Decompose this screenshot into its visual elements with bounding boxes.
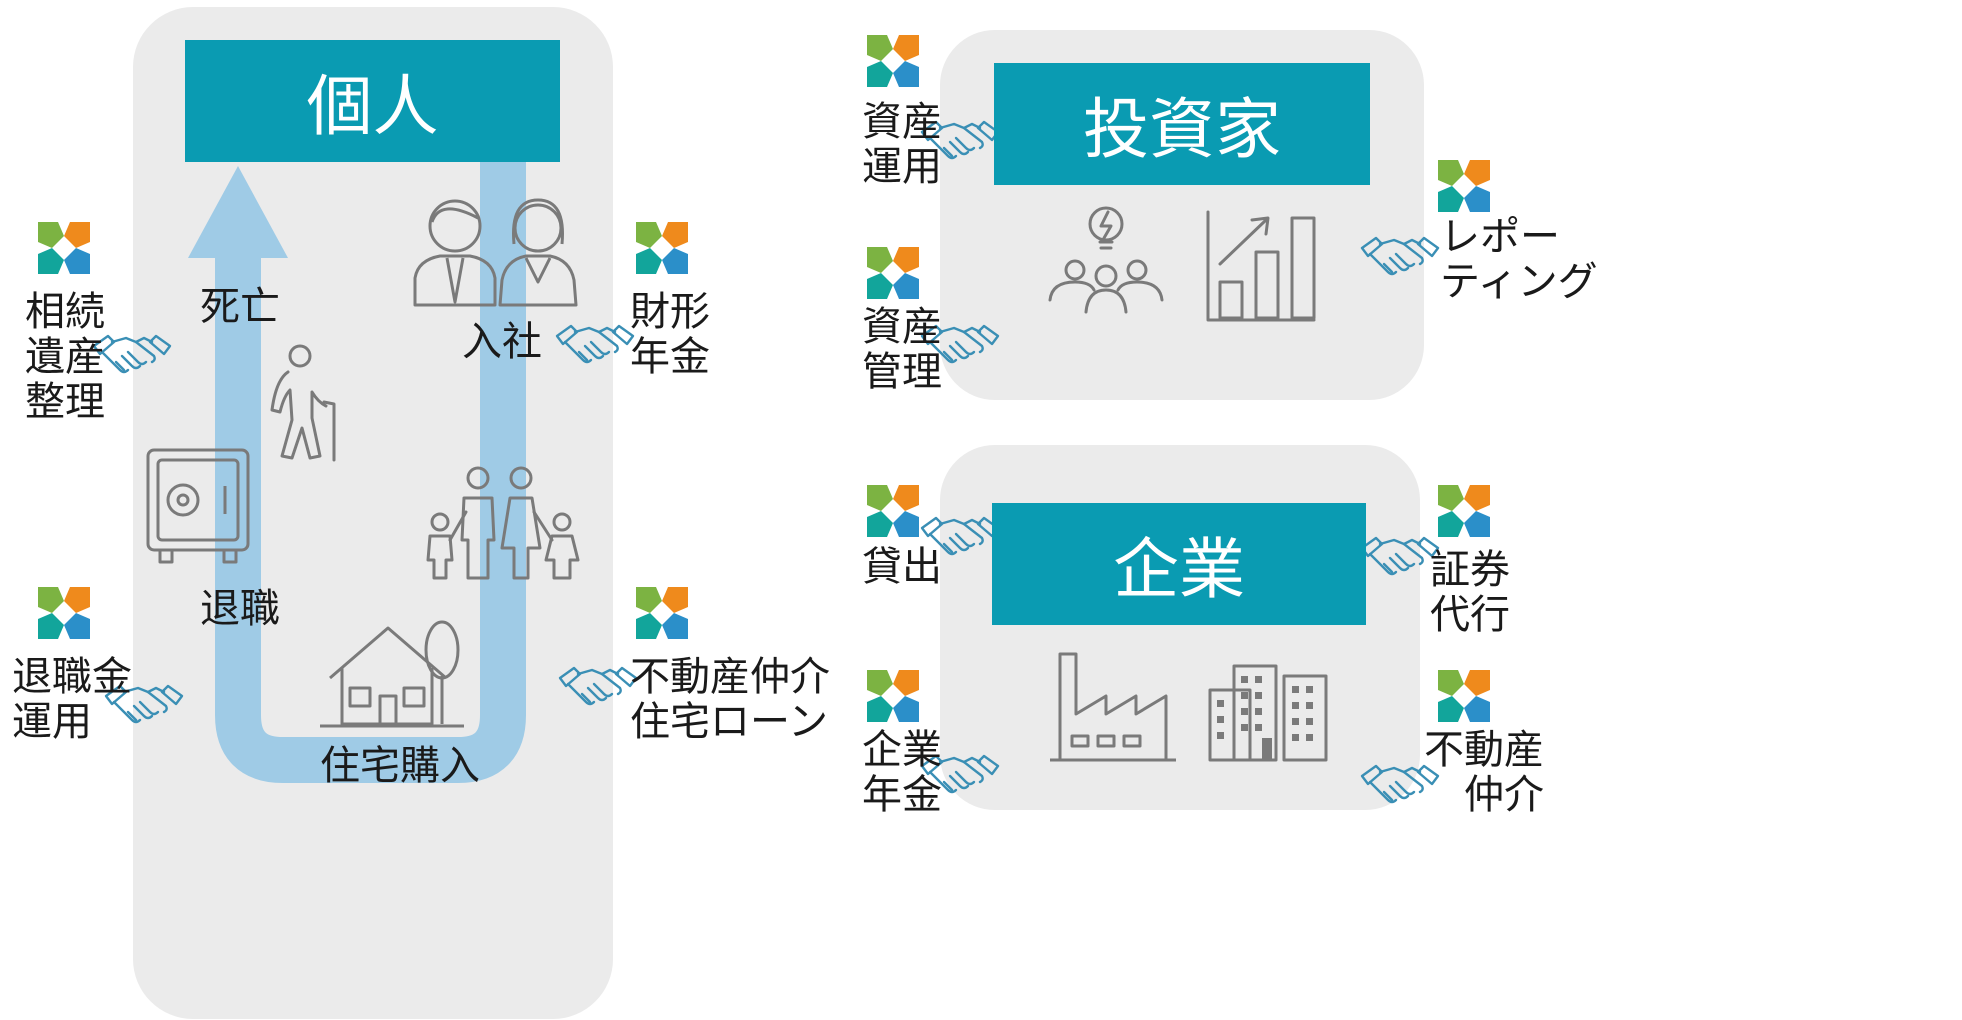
office-buildings-icon xyxy=(1208,664,1328,762)
brand-logo-icon xyxy=(867,247,919,299)
factory-icon xyxy=(1050,652,1176,762)
brand-logo-icon xyxy=(38,587,90,639)
service-transfer-agent-label: 証券 代行 xyxy=(1430,547,1510,638)
service-realestate-brokerage-label: 不動産 仲介 xyxy=(1424,727,1544,818)
service-savings-pension-label: 財形 年金 xyxy=(630,289,710,380)
brand-logo-icon xyxy=(867,35,919,87)
stage-death-label: 死亡 xyxy=(200,284,280,330)
brand-logo-icon xyxy=(867,670,919,722)
brand-logo-icon xyxy=(38,222,90,274)
brand-logo-icon xyxy=(636,587,688,639)
couple-icon xyxy=(413,198,578,307)
service-reporting-label: レポー ティング xyxy=(1440,214,1598,305)
brand-logo-icon xyxy=(1438,485,1490,537)
growth-chart-icon xyxy=(1206,210,1316,322)
idea-team-icon xyxy=(1048,206,1164,314)
service-retirement-fund-label: 退職金 運用 xyxy=(12,654,132,745)
individual-title: 個人 xyxy=(185,40,560,162)
stage-home-label: 住宅購入 xyxy=(320,743,480,789)
service-asset-management-label: 資産 運用 xyxy=(862,99,942,190)
service-asset-custody-label: 資産 管理 xyxy=(862,304,942,395)
brand-logo-icon xyxy=(1438,670,1490,722)
corporate-panel xyxy=(940,445,1420,810)
brand-logo-icon xyxy=(636,222,688,274)
brand-logo-icon xyxy=(867,485,919,537)
brand-logo-icon xyxy=(1438,160,1490,212)
service-lending-label: 貸出 xyxy=(862,544,942,590)
stage-retire-label: 退職 xyxy=(200,586,280,632)
service-corporate-pension-label: 企業 年金 xyxy=(862,727,942,818)
lifecycle-arrow xyxy=(188,160,526,783)
service-inheritance-label: 相続 遺産 整理 xyxy=(25,289,105,425)
service-realestate-loan-label: 不動産仲介 住宅ローン xyxy=(630,654,830,745)
corporate-title: 企業 xyxy=(992,503,1366,625)
house-icon xyxy=(320,620,464,728)
safe-icon xyxy=(146,448,250,564)
elderly-icon xyxy=(270,344,336,462)
stage-join-label: 入社 xyxy=(462,319,542,365)
family-icon xyxy=(426,466,580,580)
investor-title: 投資家 xyxy=(994,63,1370,185)
